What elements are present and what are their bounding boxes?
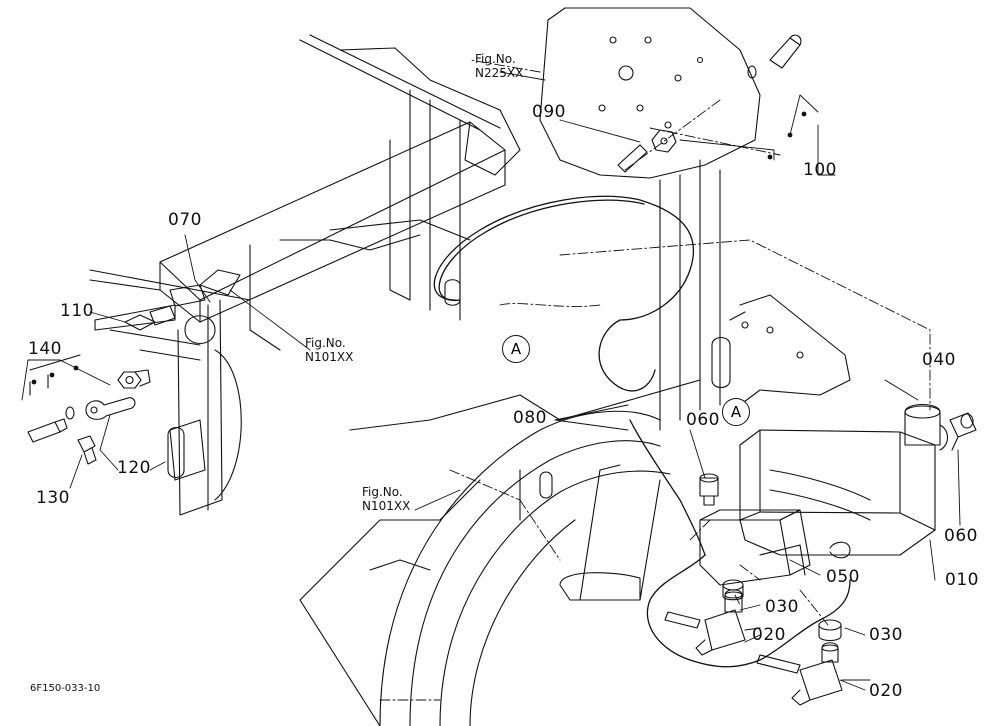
fig-ref-title: Fig.No.	[305, 336, 346, 350]
washer-tank	[699, 403, 949, 586]
fig-ref-code: N225XX	[475, 66, 524, 80]
callout-010: 010	[945, 570, 979, 590]
fender	[299, 379, 701, 726]
callout-120: 120	[117, 458, 151, 478]
hose-lines	[433, 195, 851, 668]
drawing-code: 6F150-033-10	[30, 683, 101, 694]
tank-fitting-right	[949, 412, 977, 451]
callout-030: 030	[869, 625, 903, 645]
frame-beams	[89, 34, 521, 516]
fig-ref-code: N101XX	[362, 499, 411, 513]
callout-090: 090	[532, 102, 566, 122]
pump-lower	[791, 642, 871, 706]
upper-plate	[539, 7, 761, 179]
callout-080: 080	[513, 408, 547, 428]
center-post	[444, 159, 731, 601]
detail-marker: A	[722, 398, 750, 426]
callout-130: 130	[36, 488, 70, 508]
fig-ref-middle: Fig.No. N101XX	[305, 336, 353, 364]
fig-ref-code: N101XX	[305, 350, 354, 364]
fig-ref-title: Fig.No.	[475, 52, 516, 66]
callout-100: 100	[803, 160, 837, 180]
deck-plate	[729, 294, 851, 406]
left-bracket-parts	[27, 269, 241, 481]
reference-lines	[379, 59, 931, 701]
callout-110: 110	[60, 301, 94, 321]
leader-lines	[21, 71, 961, 691]
callout-030: 030	[765, 597, 799, 617]
fig-ref-title: Fig.No.	[362, 485, 403, 499]
fig-ref-lower: Fig.No. N101XX	[362, 485, 410, 513]
callout-060: 060	[686, 410, 720, 430]
callout-040: 040	[922, 350, 956, 370]
detail-marker: A	[502, 335, 530, 363]
nozzle-parts	[617, 34, 802, 173]
hose-pieces	[664, 611, 801, 674]
grommet-upper	[722, 579, 744, 601]
callout-070: 070	[168, 210, 202, 230]
callout-020: 020	[752, 625, 786, 645]
grommet-lower	[818, 619, 842, 642]
tank-fitting-left	[699, 473, 719, 506]
callout-050: 050	[826, 567, 860, 587]
callout-060: 060	[944, 526, 978, 546]
callout-020: 020	[869, 681, 903, 701]
callout-140: 140	[28, 339, 62, 359]
fig-ref-upper: Fig.No. N225XX	[475, 52, 523, 80]
kit-dots	[31, 111, 807, 385]
